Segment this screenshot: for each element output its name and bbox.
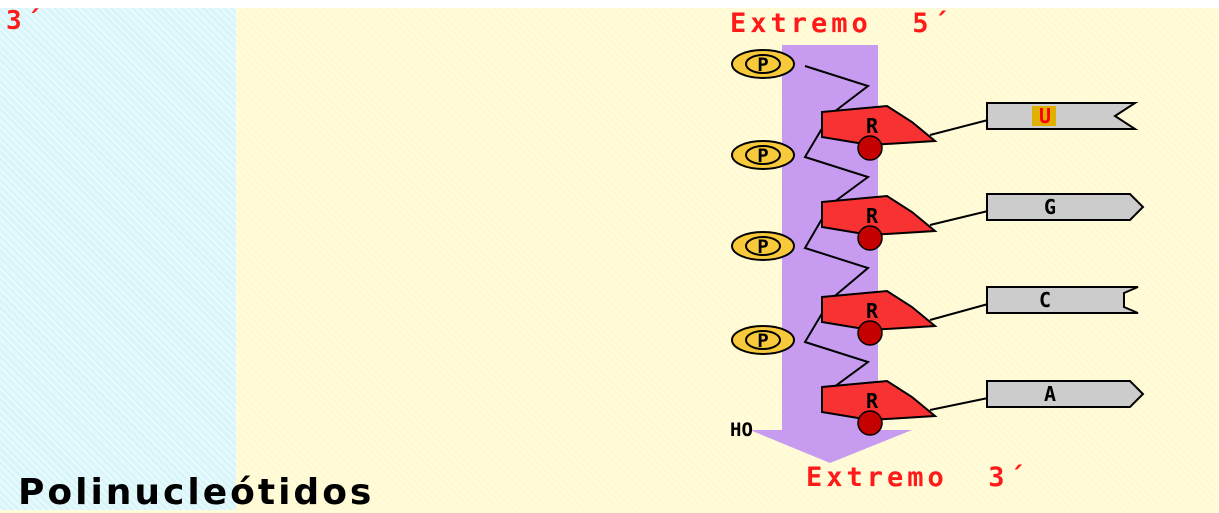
ribose-label: R xyxy=(866,204,879,228)
base-label: A xyxy=(1044,382,1056,406)
base-shape xyxy=(987,287,1138,313)
ribose-label: R xyxy=(866,299,879,323)
phosphate-label: P xyxy=(757,330,768,352)
ribose-label: R xyxy=(866,114,879,138)
ribose-label: R xyxy=(866,389,879,413)
base-label: U xyxy=(1039,104,1051,128)
ribose-oxygen-dot xyxy=(858,226,882,250)
glycosidic-bond xyxy=(930,304,988,320)
phosphate-label: P xyxy=(757,145,768,167)
phosphate-2: P xyxy=(732,141,794,169)
base-shape xyxy=(987,194,1143,220)
hydroxyl-label: HO xyxy=(730,419,753,441)
ribose-oxygen-dot xyxy=(858,136,882,160)
base-shape xyxy=(987,103,1135,129)
page-title: Polinucleótidos xyxy=(18,472,374,513)
ribose-oxygen-dot xyxy=(858,321,882,345)
glycosidic-bond xyxy=(930,398,988,410)
base-label: G xyxy=(1044,195,1056,219)
phosphate-label: P xyxy=(757,236,768,258)
glycosidic-bond xyxy=(930,120,988,135)
phosphate-label: P xyxy=(757,54,768,76)
ribose-oxygen-dot xyxy=(858,411,882,435)
base-label: C xyxy=(1039,288,1051,312)
phosphate-3: P xyxy=(732,232,794,260)
phosphate-1: P xyxy=(732,50,794,78)
glycosidic-bond xyxy=(930,211,988,225)
phosphate-4: P xyxy=(732,326,794,354)
base-shape xyxy=(987,381,1143,407)
